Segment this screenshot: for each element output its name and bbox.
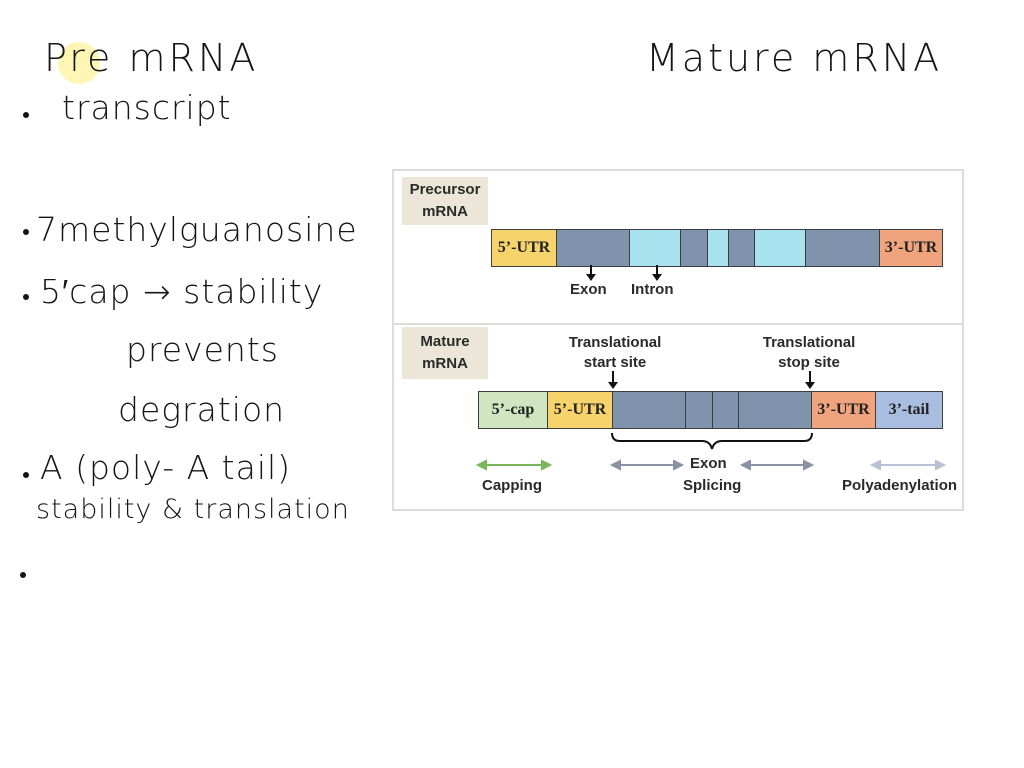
precursor-intron-1	[629, 229, 681, 267]
mature-exon-1	[612, 391, 686, 429]
precursor-exon-1	[556, 229, 630, 267]
bullet-3	[23, 294, 29, 300]
mature-panel: Mature mRNA Translational start site Tra…	[394, 325, 962, 509]
mature-mrna-heading: Mature mRNA	[646, 36, 943, 80]
bullet-4	[23, 472, 29, 478]
note-degration: degration	[118, 390, 286, 429]
note-poly-a-tail: A (poly- A tail)	[40, 448, 292, 487]
exon-pointer-arrow	[586, 265, 596, 281]
mature-mrna-tag: Mature mRNA	[402, 327, 488, 379]
translational-start-site-label: Translational start site	[568, 334, 662, 371]
precursor-panel: Precursor mRNA 5’-UTR 3’-UTR Exon Intron	[394, 171, 962, 325]
precursor-exon-3	[728, 229, 755, 267]
precursor-intron-2	[707, 229, 729, 267]
mrna-processing-figure: Precursor mRNA 5’-UTR 3’-UTR Exon Intron…	[392, 169, 964, 511]
mature-exon-2	[685, 391, 713, 429]
precursor-5utr-segment: 5’-UTR	[491, 229, 557, 267]
bullet-5	[20, 572, 26, 578]
exon-bracket-label: Exon	[690, 455, 727, 472]
note-transcript: transcript	[62, 88, 232, 127]
mature-3utr-segment: 3’-UTR	[811, 391, 876, 429]
bullet-2	[23, 229, 29, 235]
translational-stop-site-label: Translational stop site	[762, 334, 856, 371]
mature-exon-4	[738, 391, 812, 429]
mature-5utr-segment: 5’-UTR	[547, 391, 613, 429]
intron-label: Intron	[631, 281, 674, 298]
capping-arrow	[475, 459, 553, 471]
precursor-mrna-tag: Precursor mRNA	[402, 177, 488, 225]
note-methylguanosine: 7methylguanosine	[36, 210, 358, 249]
splicing-label: Splicing	[683, 477, 742, 494]
start-site-arrow	[608, 371, 618, 389]
pre-mrna-heading: Pre mRNA	[44, 36, 259, 80]
cursor-highlight	[58, 42, 100, 84]
mature-exon-3	[712, 391, 739, 429]
bullet-1	[23, 112, 29, 118]
mature-5cap-segment: 5’-cap	[478, 391, 548, 429]
polyadenylation-label: Polyadenylation	[842, 477, 958, 494]
intron-pointer-arrow	[652, 265, 662, 281]
note-stability-translation: stability & translation	[36, 494, 350, 525]
precursor-intron-3	[754, 229, 806, 267]
mature-3tail-segment: 3’-tail	[875, 391, 943, 429]
precursor-exon-4	[805, 229, 880, 267]
precursor-3utr-segment: 3’-UTR	[879, 229, 943, 267]
note-5-cap-stability: 5′cap → stability	[40, 272, 324, 311]
precursor-exon-2	[680, 229, 708, 267]
stop-site-arrow	[805, 371, 815, 389]
capping-label: Capping	[482, 477, 542, 494]
note-prevents: prevents	[126, 330, 279, 369]
exon-label: Exon	[570, 281, 607, 298]
polyadenylation-arrow	[869, 459, 947, 471]
